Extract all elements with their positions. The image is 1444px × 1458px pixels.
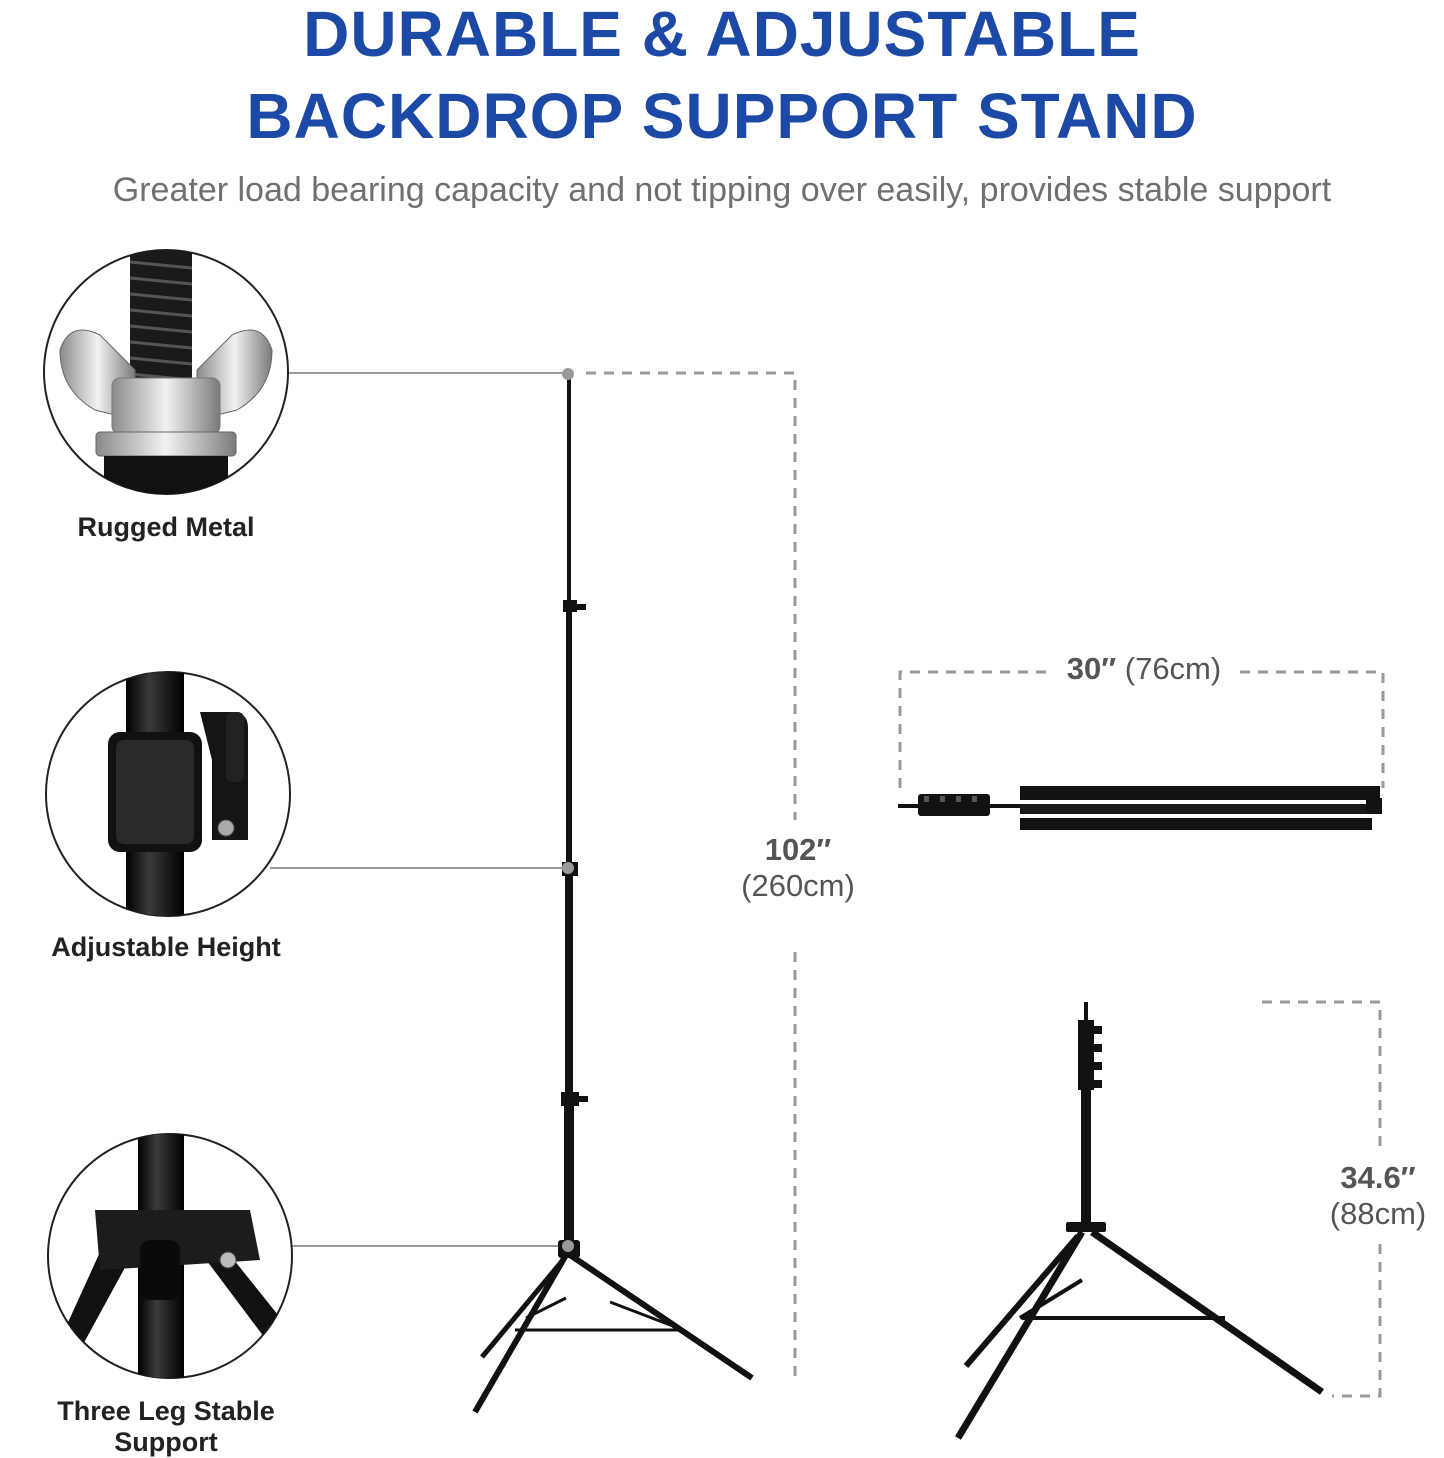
length-dimension-line-right [1240, 670, 1385, 788]
minimum-height-stand-illustration [955, 1002, 1324, 1440]
folded-stand-illustration [898, 786, 1382, 830]
max-height-label: 102″ (260cm) [718, 832, 878, 903]
folded-length-label: 30″ (76cm) [1052, 651, 1236, 687]
wing-nut-closeup-icon [43, 249, 289, 495]
height-dimension-line-upper [586, 371, 797, 820]
max-height-cm: (260cm) [741, 867, 855, 903]
height-lock-closeup-icon [45, 671, 291, 917]
headline-line-1: DURABLE & ADJUSTABLE [303, 0, 1141, 70]
max-height-inches: 102″ [764, 832, 832, 867]
feature-label-rugged-metal: Rugged Metal [77, 512, 255, 542]
min-height-dimension-line-lower [1332, 1244, 1382, 1398]
feature-label-adjustable-height: Adjustable Height [51, 932, 281, 962]
feature-label-three-leg: Three Leg Stable Support [57, 1396, 275, 1457]
folded-length-inches: 30″ [1066, 651, 1117, 686]
min-height-inches: 34.6″ [1340, 1160, 1416, 1195]
length-dimension-line-left [898, 670, 1046, 788]
headline-line-2: BACKDROP SUPPORT STAND [246, 80, 1198, 152]
min-height-cm: (88cm) [1329, 1195, 1427, 1231]
min-height-label: 34.6″ (88cm) [1310, 1160, 1444, 1231]
tripod-base-closeup-icon [47, 1133, 293, 1379]
extended-stand-illustration [472, 368, 754, 1414]
folded-length-cm: (76cm) [1124, 651, 1222, 686]
min-height-dimension-line-upper [1262, 1000, 1382, 1146]
subtitle: Greater load bearing capacity and not ti… [112, 171, 1332, 209]
